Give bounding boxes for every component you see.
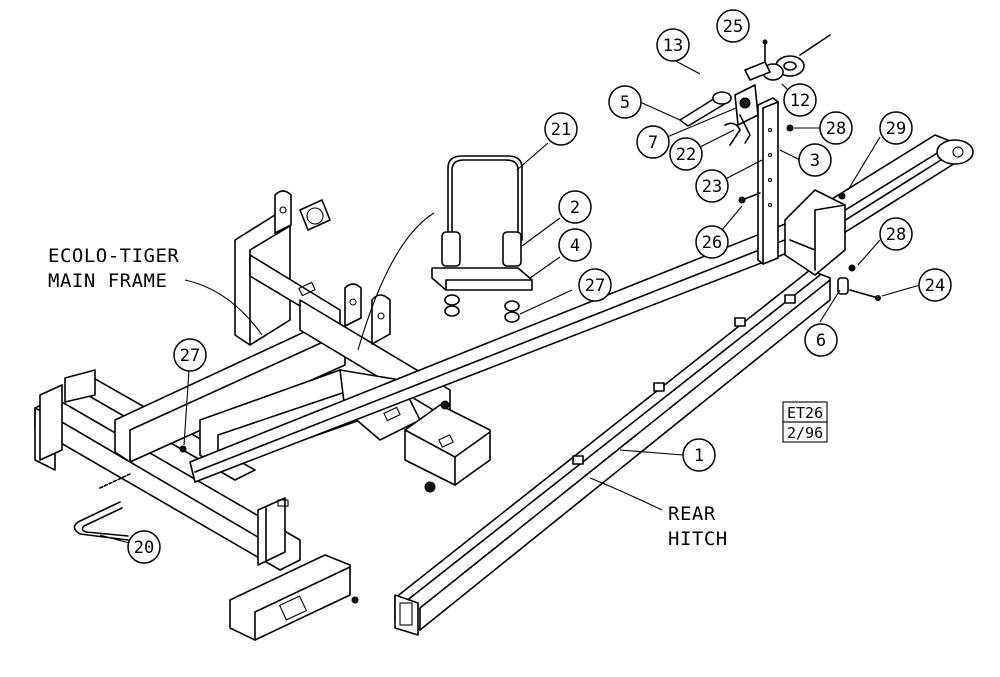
callout-4: 4 [558,228,592,262]
main-frame-label: ECOLO-TIGER MAIN FRAME [48,245,179,292]
svg-text:27: 27 [585,276,605,296]
callout-27-left: 27 [173,338,207,372]
svg-text:26: 26 [702,233,722,253]
rear-hitch-label: REAR HITCH [668,503,728,550]
callout-2: 2 [558,190,592,224]
callout-28-lower: 28 [879,217,913,251]
svg-text:28: 28 [826,119,846,139]
svg-text:12: 12 [790,91,810,111]
svg-text:1: 1 [694,446,704,466]
callout-25: 25 [716,9,750,43]
svg-text:28: 28 [886,225,906,245]
u-bolt-20-drawing [73,473,131,541]
svg-text:25: 25 [723,17,743,37]
svg-text:20: 20 [134,538,154,558]
callout-6: 6 [804,323,838,357]
callout-3: 3 [798,143,832,177]
svg-text:27: 27 [180,346,200,366]
svg-text:REAR: REAR [668,503,716,525]
svg-text:7: 7 [648,133,658,153]
callout-29: 29 [879,111,913,145]
callout-1: 1 [682,438,716,472]
svg-text:2: 2 [570,198,580,218]
svg-text:ECOLO-TIGER: ECOLO-TIGER [48,245,179,267]
callout-7: 7 [636,125,670,159]
svg-text:HITCH: HITCH [668,528,728,550]
svg-text:4: 4 [570,236,580,256]
rear-hitch-drawing [189,134,974,636]
callout-26: 26 [695,225,729,259]
svg-text:2/96: 2/96 [787,424,823,442]
callout-24: 24 [918,268,952,302]
svg-text:13: 13 [663,36,683,56]
callout-28-upper: 28 [819,111,853,145]
callout-13: 13 [656,28,690,62]
drawing-reference-stamp: ET26 2/96 [782,401,828,443]
callout-12: 12 [783,83,817,117]
jack-assembly-drawing [679,34,831,265]
callout-5: 5 [608,85,642,119]
svg-text:5: 5 [620,93,630,113]
svg-text:23: 23 [702,177,722,197]
callout-20: 20 [127,530,161,564]
callout-23: 23 [695,169,729,203]
svg-text:ET26: ET26 [787,404,823,422]
svg-text:22: 22 [676,145,696,165]
callout-21: 21 [544,112,578,146]
svg-text:3: 3 [810,151,820,171]
svg-text:29: 29 [886,119,906,139]
callout-22: 22 [669,137,703,171]
svg-text:6: 6 [816,331,826,351]
svg-text:24: 24 [925,276,945,296]
u-bolt-assembly-drawing [431,155,533,323]
svg-text:21: 21 [551,120,571,140]
callout-27-right: 27 [578,268,612,302]
svg-text:MAIN FRAME: MAIN FRAME [48,270,167,292]
